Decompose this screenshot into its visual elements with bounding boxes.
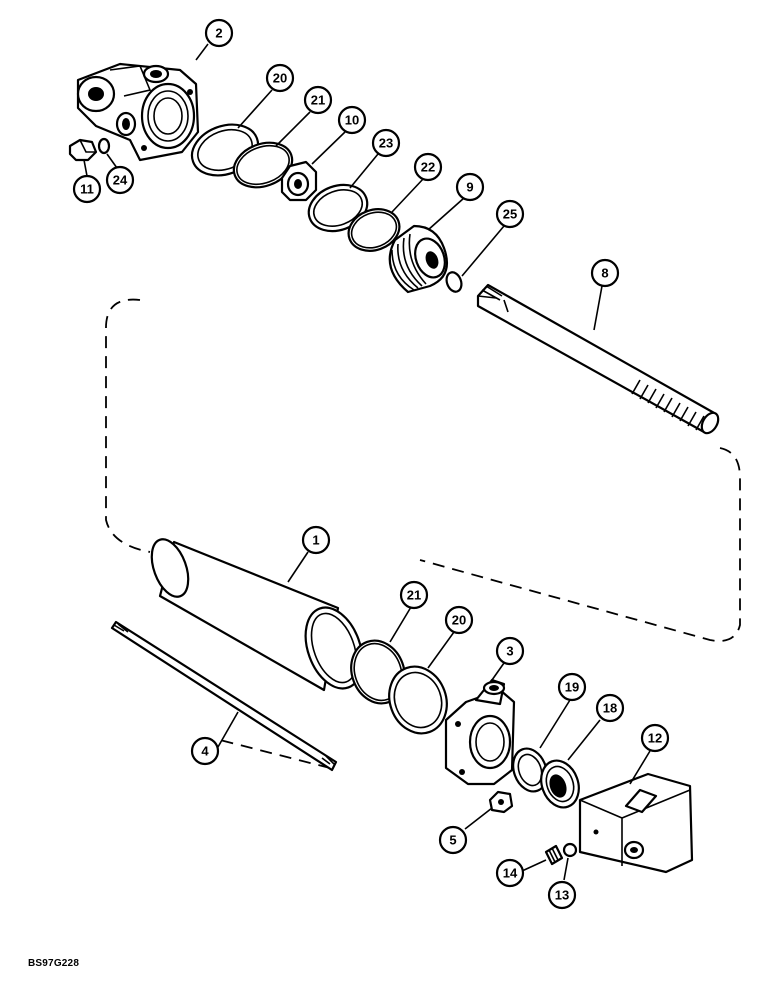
part-5-nut bbox=[488, 790, 514, 814]
callout-21-upper: 21 bbox=[303, 85, 333, 115]
callout-23: 23 bbox=[371, 128, 401, 158]
callout-2: 2 bbox=[204, 18, 234, 48]
svg-text:13: 13 bbox=[555, 888, 569, 903]
part-3-front-head bbox=[444, 678, 516, 786]
svg-text:19: 19 bbox=[565, 680, 579, 695]
drawing-code: BS97G228 bbox=[28, 958, 80, 969]
callout-25: 25 bbox=[495, 199, 525, 229]
svg-text:5: 5 bbox=[449, 833, 456, 848]
callout-3: 3 bbox=[495, 636, 525, 666]
part-23-ring bbox=[307, 183, 369, 233]
part-8-rod bbox=[476, 283, 720, 435]
callout-10: 10 bbox=[337, 105, 367, 135]
callout-5: 5 bbox=[438, 825, 468, 855]
svg-text:20: 20 bbox=[273, 71, 287, 86]
callout-20-upper: 20 bbox=[265, 63, 295, 93]
part-24-o-ring bbox=[97, 137, 111, 155]
svg-text:21: 21 bbox=[311, 93, 325, 108]
callout-9: 9 bbox=[455, 172, 485, 202]
svg-text:21: 21 bbox=[407, 588, 421, 603]
leader-lines bbox=[83, 43, 651, 881]
callout-1: 1 bbox=[301, 525, 331, 555]
svg-text:8: 8 bbox=[601, 266, 608, 281]
part-4-tie-rod bbox=[110, 620, 338, 772]
callout-8: 8 bbox=[590, 258, 620, 288]
part-12-clevis bbox=[578, 772, 694, 874]
svg-text:23: 23 bbox=[379, 136, 393, 151]
callout-22: 22 bbox=[413, 152, 443, 182]
svg-text:11: 11 bbox=[80, 182, 94, 197]
svg-text:24: 24 bbox=[113, 173, 128, 188]
svg-text:3: 3 bbox=[506, 644, 513, 659]
svg-text:12: 12 bbox=[648, 731, 662, 746]
part-2-rear-head bbox=[76, 62, 200, 162]
part-22-o-ring bbox=[347, 208, 401, 252]
part-10-nut bbox=[280, 160, 318, 202]
callout-18: 18 bbox=[595, 693, 625, 723]
svg-text:25: 25 bbox=[503, 207, 517, 222]
svg-text:10: 10 bbox=[345, 113, 359, 128]
svg-text:4: 4 bbox=[201, 744, 209, 759]
part-18-wiper bbox=[540, 759, 580, 809]
part-25-o-ring bbox=[445, 271, 463, 293]
callout-20-lower: 20 bbox=[444, 605, 474, 635]
callout-12: 12 bbox=[640, 723, 670, 753]
callout-21-lower: 21 bbox=[399, 580, 429, 610]
part-19-seal bbox=[512, 747, 548, 793]
svg-text:2: 2 bbox=[215, 26, 222, 41]
svg-text:9: 9 bbox=[466, 180, 473, 195]
part-13-ball bbox=[562, 842, 578, 858]
callout-19: 19 bbox=[557, 672, 587, 702]
assembly-dashed-outline bbox=[105, 298, 741, 769]
part-11-plug bbox=[68, 138, 98, 162]
part-1-barrel bbox=[150, 538, 364, 692]
part-20-backup-ring-lower bbox=[388, 665, 448, 735]
svg-text:22: 22 bbox=[421, 160, 435, 175]
part-9-piston bbox=[388, 224, 448, 294]
svg-text:1: 1 bbox=[312, 533, 319, 548]
svg-text:14: 14 bbox=[503, 866, 518, 881]
callout-14: 14 bbox=[495, 858, 525, 888]
callout-13: 13 bbox=[547, 880, 577, 910]
callout-24: 24 bbox=[105, 165, 135, 195]
svg-text:20: 20 bbox=[452, 613, 466, 628]
part-14-set-screw bbox=[544, 844, 564, 866]
svg-text:18: 18 bbox=[603, 701, 617, 716]
callout-11: 11 bbox=[72, 174, 102, 204]
part-21-o-ring-upper bbox=[232, 141, 294, 189]
callout-4: 4 bbox=[190, 736, 220, 766]
